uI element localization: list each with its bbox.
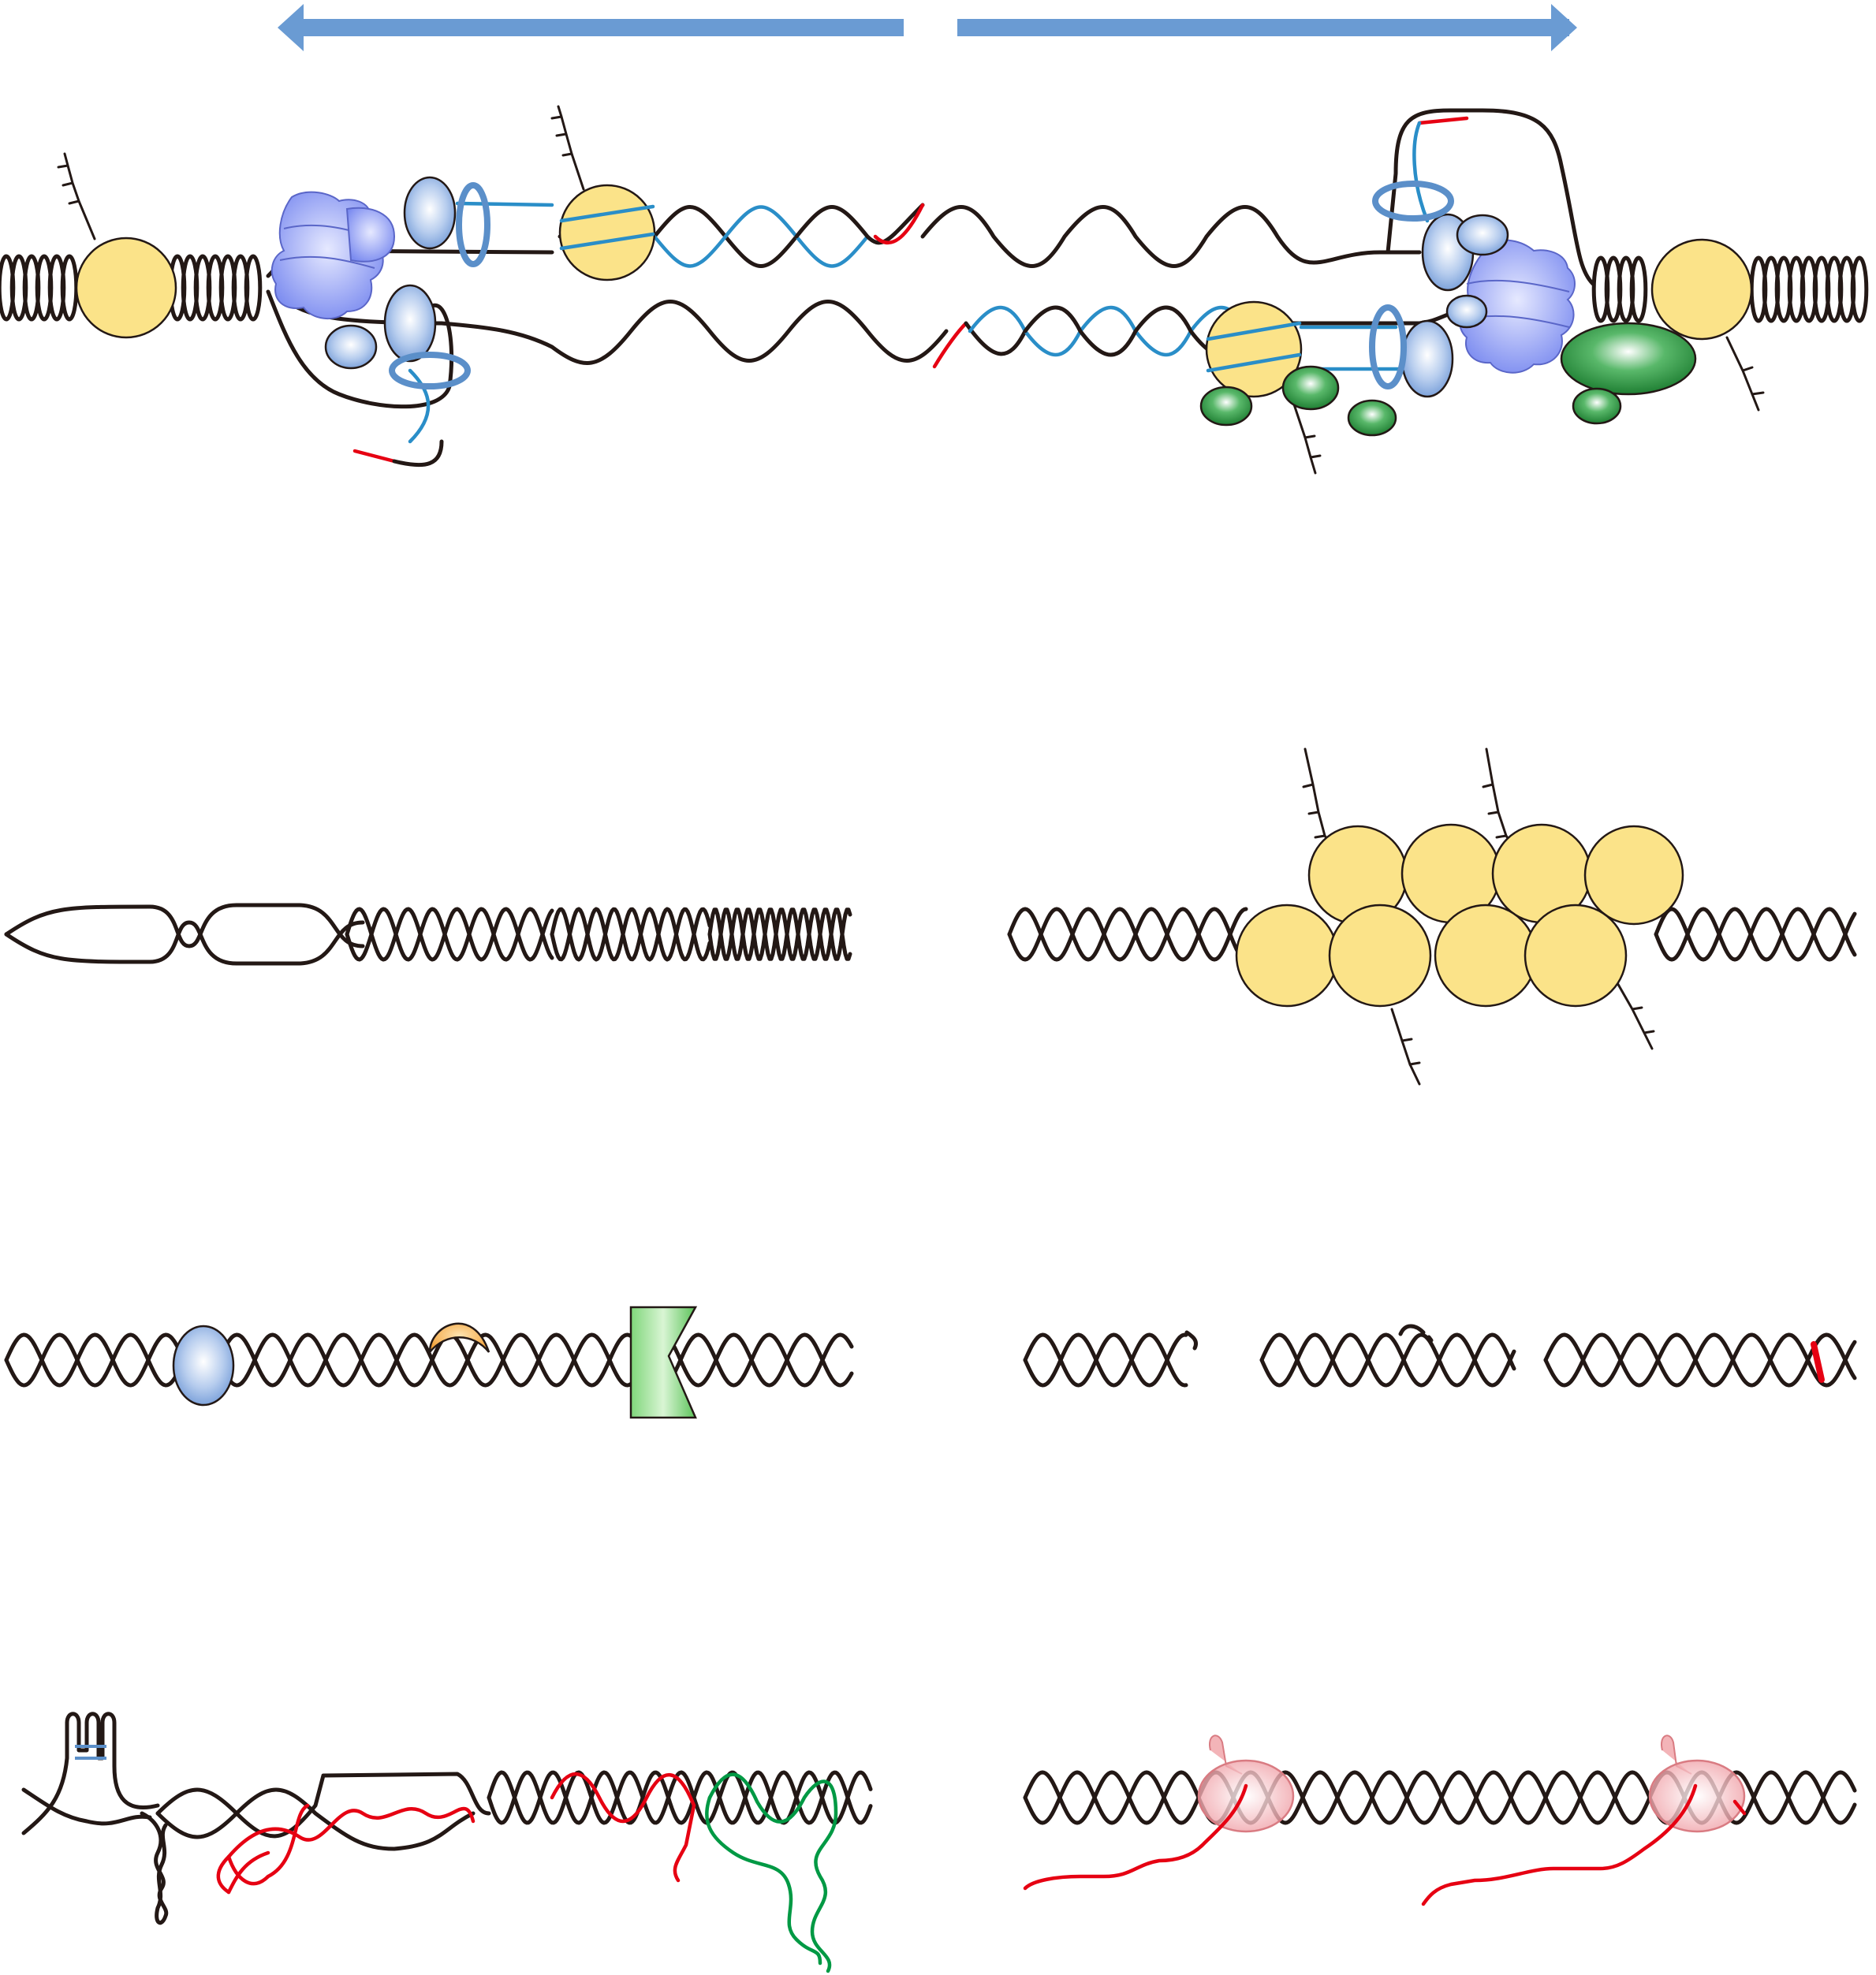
dna-strand [1023,1332,1188,1388]
polymerase-icon [1400,319,1454,398]
nucleosome-icon [57,152,177,339]
protein-block-icon [172,1325,235,1407]
pcna-ring-icon [1372,181,1454,222]
nucleosome-icon [1235,904,1339,1008]
polymerase-icon [383,284,437,363]
direction-arrows [278,4,1577,51]
nucleosome-icon [1524,904,1628,1008]
nucleosome-icon [1650,238,1765,412]
pcna-ring-icon [1369,304,1407,389]
supercoil-icon [4,903,852,966]
dna-strand [550,907,712,962]
dna-strand [707,907,852,961]
rna-strand-icon [707,1772,838,1973]
dna-strand [1654,907,1857,962]
lesion-binder-icon [428,1322,490,1355]
green-factor-icon [1560,322,1697,396]
supercoil-loop [244,254,263,322]
strand-break-icon [1184,1330,1199,1351]
dna-strand [1023,1332,1188,1388]
left-arrow-icon [278,4,904,51]
transcription-conflicts [1023,1735,1857,1906]
dna-strand [487,1770,873,1825]
dna-strand [1543,1332,1857,1388]
dna-strand [1259,1332,1516,1388]
hairpin-icon [21,1712,169,1925]
green-factor-icon [1347,399,1397,437]
dna-strand [1007,907,1248,962]
right-arrow-icon [957,4,1577,51]
dna-strand [1654,907,1857,962]
rna-strand-icon [216,1854,231,1895]
rna-polymerase-icon [1023,1735,1295,1891]
strand-break-icon [1398,1324,1434,1343]
rna-strand-icon [550,1772,696,1883]
nucleosome-icon [1205,300,1322,475]
nucleosome-array [1007,747,1857,1086]
pcna-ring-icon [389,352,471,389]
pcna-icon [324,324,378,370]
nucleosome-icon [1328,904,1432,1008]
dna-strand [1543,1332,1857,1388]
green-factor-icon [1199,386,1253,427]
dna-strand [4,1332,854,1388]
green-factor-icon [1281,365,1340,411]
crosslink-icon [1811,1341,1825,1383]
protein-block-icon [629,1306,698,1419]
pcna-ring-icon [456,182,490,267]
coiled-dna-left [0,254,263,322]
rna-polymerase-icon [1421,1735,1747,1906]
dna-strand [550,907,712,962]
replication-fork-overview [0,105,1869,475]
dna-lesions [1023,1324,1857,1388]
dna-strand [1007,907,1248,962]
coiled-dna-right [1591,255,1869,323]
dna-strand [707,907,852,961]
green-factor-icon [1572,387,1622,425]
protein-dna-obstacles [4,1306,854,1419]
dna-strand [345,907,554,962]
pcna-icon [1445,294,1488,329]
mcm-helicase-icon [270,191,396,320]
nucleosome-icon [1583,825,1684,926]
dna-strand [487,1770,873,1825]
polymerase-icon [403,176,457,250]
secondary-structures-rloops [21,1712,873,1973]
nucleosome-icon [1434,904,1538,1008]
dna-strand [1259,1332,1516,1388]
nucleosome-icon [550,105,656,281]
torsional-stress [4,903,852,966]
rna-strand-icon [226,1803,476,1886]
supercoil-loop [1629,255,1648,323]
pcna-icon [1456,214,1509,256]
supercoil-loop [1850,255,1869,323]
